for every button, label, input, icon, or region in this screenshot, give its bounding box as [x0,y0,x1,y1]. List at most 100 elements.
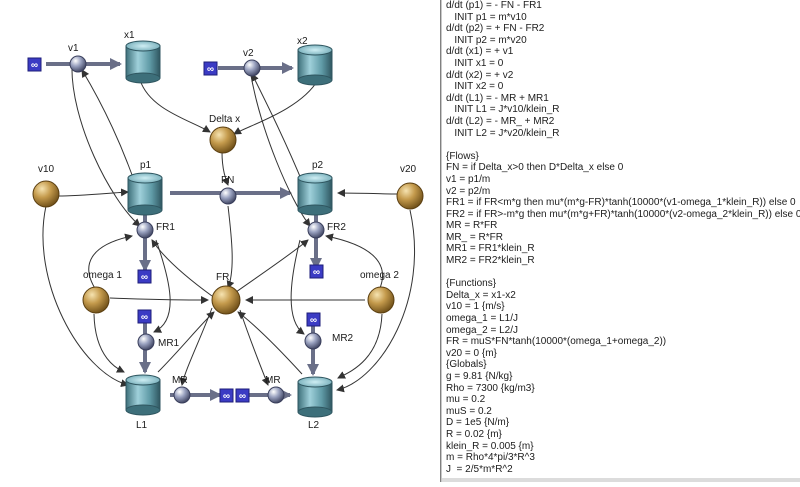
flow-label-v1: v1 [68,43,79,54]
cloud-fr1-sink[interactable]: ∞ [137,269,152,284]
equation-line: INIT L2 = J*v20/klein_R [446,127,560,139]
flow-fr2[interactable]: FR2 [307,221,346,239]
equation-line: FN = if Delta_x>0 then D*Delta_x else 0 [446,162,624,174]
equation-line: d/dt (x1) = + v1 [446,46,514,58]
equation-line: omega_2 = L2/J [446,324,518,336]
flow-label-fr2: FR2 [327,222,346,233]
equation-section-header: {Functions} [446,278,497,290]
cloud-symbol: ∞ [239,391,246,402]
equation-line: d/dt (p1) = - FN - FR1 [446,0,542,11]
equation-line: v1 = p1/m [446,173,491,185]
stock-label-l1: L1 [136,420,148,431]
cloud-mr-source[interactable]: ∞ [235,388,250,403]
stock-p2[interactable]: p2 [297,160,333,216]
converter-label-omega2: omega 2 [360,270,399,281]
stock-nodes: x1 x2 p1 p2 L1 [124,30,333,431]
cloud-fr2-sink[interactable]: ∞ [309,264,324,279]
model-canvas[interactable]: ∞ ∞ ∞ ∞ ∞ ∞ ∞ ∞ [0,0,440,482]
equation-line: d/dt (L2) = - MR_ + MR2 [446,115,555,127]
stock-label-p2: p2 [312,160,324,171]
converter-nodes: Delta x v10 v20 omega 1 FR omega 2 [32,114,424,315]
flow-label-mr-left: MR [172,375,188,386]
flow-label-v2: v2 [243,48,254,59]
equation-line: MR2 = FR2*klein_R [446,255,535,267]
cloud-symbol: ∞ [141,272,148,283]
stock-p1[interactable]: p1 [127,160,163,216]
converter-delta-x[interactable]: Delta x [209,114,240,154]
equation-line: m = Rho*4*pi/3*R^3 [446,452,535,464]
equation-line: FR1 = if FR<m*g then mu*(m*g-FR)*tanh(10… [446,197,796,209]
equation-line: d/dt (x2) = + v2 [446,69,514,81]
equation-line: v20 = 0 {m} [446,347,497,359]
flow-valves: v1 v2 FN FR1 FR2 MR1 MR2 MR [68,43,354,404]
flow-v2[interactable]: v2 [243,48,261,77]
equation-line: v2 = p2/m [446,185,491,197]
stock-l2[interactable]: L2 [297,376,333,431]
cloud-v1-source[interactable]: ∞ [27,57,42,72]
cloud-symbol: ∞ [31,60,38,71]
horizontal-scrollbar[interactable] [442,478,800,482]
equation-line: MR = R*FR [446,220,498,232]
flow-pipes [46,58,322,401]
flow-v1[interactable]: v1 [68,43,87,73]
flow-label-mr-right: MR [265,375,281,386]
stock-x2[interactable]: x2 [297,36,333,86]
equation-line: Delta_x = x1-x2 [446,289,516,301]
converter-label-delta-x: Delta x [209,114,240,125]
equation-line: INIT x2 = 0 [446,81,504,93]
panel-divider[interactable] [440,0,442,482]
equation-line: INIT p1 = m*v10 [446,11,527,23]
converter-label-v20: v20 [400,164,417,175]
cloud-mr2-source[interactable]: ∞ [306,312,321,327]
flow-label-fn: FN [221,175,234,186]
cloud-symbol: ∞ [207,64,214,75]
stock-flow-diagram: ∞ ∞ ∞ ∞ ∞ ∞ ∞ ∞ [27,30,424,431]
equation-line: D = 1e5 {N/m} [446,417,510,429]
equation-section-header: {Globals} [446,359,487,371]
equation-line: d/dt (p2) = + FN - FR2 [446,23,545,35]
equation-line: INIT p2 = m*v20 [446,34,527,46]
converter-label-omega1: omega 1 [83,270,122,281]
stock-label-l2: L2 [308,420,320,431]
cloud-symbol: ∞ [223,391,230,402]
cloud-mr-sink[interactable]: ∞ [219,388,234,403]
converter-fr[interactable]: FR [211,272,241,315]
flow-label-mr1: MR1 [158,338,180,349]
equation-line: J = 2/5*m*R^2 [446,463,513,475]
cloud-mr1-source[interactable]: ∞ [137,309,152,324]
equation-line: INIT x1 = 0 [446,57,504,69]
equation-line: FR2 = if FR>-m*g then mu*(m*g+FR)*tanh(1… [446,208,800,220]
equation-line: FR = muS*FN*tanh(10000*(omega_1+omega_2)… [446,336,667,348]
equation-line [446,267,800,279]
cloud-nodes: ∞ ∞ ∞ ∞ ∞ ∞ ∞ ∞ [27,57,324,403]
cloud-symbol: ∞ [310,315,317,326]
cloud-symbol: ∞ [141,312,148,323]
flow-fr1[interactable]: FR1 [136,221,175,239]
flow-mr-right[interactable]: MR [265,375,285,404]
equation-line: klein_R = 0.005 {m} [446,440,534,452]
converter-omega2[interactable]: omega 2 [360,270,399,314]
equation-line: MR1 = FR1*klein_R [446,243,535,255]
converter-v20[interactable]: v20 [396,164,424,210]
flow-label-mr2: MR2 [332,333,354,344]
flow-mr2[interactable]: MR2 [304,332,354,350]
equation-line: R = 0.02 {m} [446,428,502,440]
equation-line: muS = 0.2 [446,405,492,417]
equation-panel[interactable]: d/dt (p1) = - FN - FR1 INIT p1 = m*v10 d… [442,0,800,482]
flow-label-fr1: FR1 [156,222,175,233]
flow-fn[interactable]: FN [219,175,237,205]
stock-x1[interactable]: x1 [124,30,161,84]
stock-l1[interactable]: L1 [125,374,161,431]
stock-label-p1: p1 [140,160,152,171]
cloud-v2-source[interactable]: ∞ [203,61,218,76]
converter-v10[interactable]: v10 [32,164,60,208]
flow-mr-left[interactable]: MR [172,375,191,404]
equation-line: MR_ = R*FR [446,231,503,243]
flow-mr1[interactable]: MR1 [137,333,180,351]
converter-omega1[interactable]: omega 1 [82,270,122,314]
equation-line [446,139,800,151]
equation-section-header: {Flows} [446,150,479,162]
stock-label-x2: x2 [297,36,308,47]
converter-label-fr: FR [216,272,229,283]
equation-line: v10 = 1 {m/s} [446,301,505,313]
